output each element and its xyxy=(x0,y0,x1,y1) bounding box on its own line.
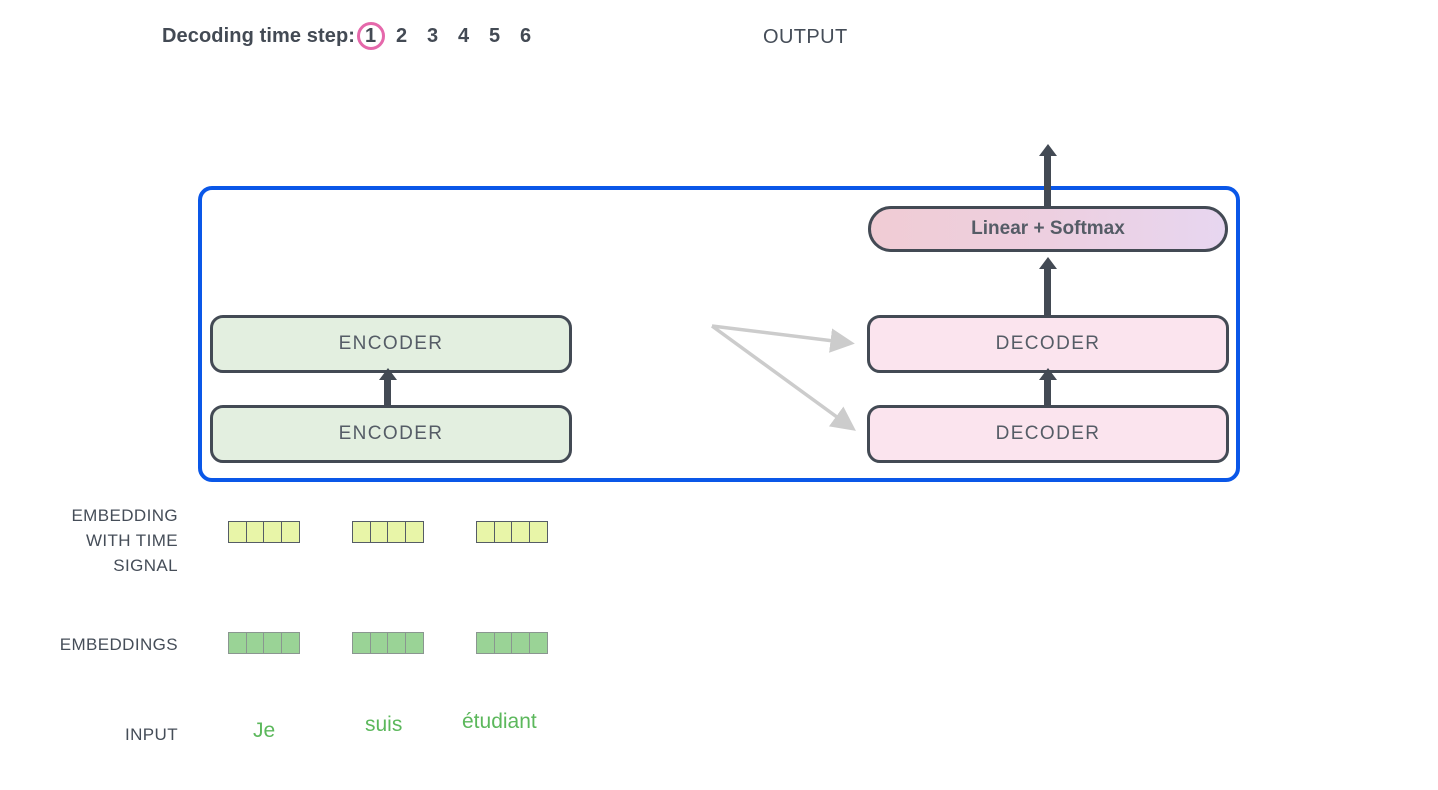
vector-cell xyxy=(404,632,424,654)
input-word-0: Je xyxy=(253,719,276,742)
arrow-up-icon-decoder-to-decoder xyxy=(1038,368,1057,406)
row-label-line-1: EMBEDDING xyxy=(71,506,178,525)
vector-cell xyxy=(404,521,424,543)
row-label-embedding-with-time-signal: EMBEDDING WITH TIME SIGNAL xyxy=(0,503,178,578)
encoder-to-decoder-arrows xyxy=(710,324,856,431)
arrow-up-icon-encoder-to-encoder xyxy=(378,368,397,406)
embedding-vector-2 xyxy=(476,632,548,654)
vector-cell xyxy=(352,521,371,543)
vector-cell xyxy=(476,521,495,543)
vector-cell xyxy=(280,632,300,654)
transformer-frame xyxy=(198,186,1240,482)
vector-cell xyxy=(245,632,265,654)
encoder-box-bottom[interactable]: ENCODER xyxy=(210,405,572,463)
arrow-up-icon-output xyxy=(1038,144,1057,207)
vector-cell xyxy=(511,632,530,654)
vector-cell xyxy=(528,632,548,654)
arrow-encoder-to-decoder-top xyxy=(711,324,855,353)
vector-cell xyxy=(228,632,247,654)
embedding-vector-1 xyxy=(352,632,424,654)
arrow-encoder-to-decoder-bottom xyxy=(710,324,856,431)
encoder-box-top[interactable]: ENCODER xyxy=(210,315,572,373)
vector-cell xyxy=(369,521,389,543)
timestep-option-6[interactable]: 6 xyxy=(519,25,532,47)
decoder-box-bottom[interactable]: DECODER xyxy=(867,405,1229,463)
vector-cell xyxy=(528,521,548,543)
decoding-timestep-label: Decoding time step: xyxy=(162,24,356,47)
linear-softmax-box[interactable]: Linear + Softmax xyxy=(868,206,1228,252)
vector-cell xyxy=(476,632,495,654)
timestep-option-4[interactable]: 4 xyxy=(457,25,470,47)
timestep-option-1[interactable]: 1 xyxy=(355,20,386,52)
vector-cell xyxy=(352,632,371,654)
timestep-option-5[interactable]: 5 xyxy=(488,25,501,47)
row-label-input: INPUT xyxy=(125,725,178,744)
vector-cell xyxy=(263,632,282,654)
input-word-1: suis xyxy=(365,713,403,736)
time-signal-vector-1 xyxy=(352,521,424,543)
row-label-line-2: WITH TIME xyxy=(85,531,178,550)
arrow-up-icon-decoder-to-linear xyxy=(1038,257,1057,316)
row-label-embeddings: EMBEDDINGS xyxy=(59,635,178,654)
vector-cell xyxy=(387,632,406,654)
output-label: OUTPUT xyxy=(763,26,848,48)
timestep-option-2[interactable]: 2 xyxy=(395,25,408,47)
row-label-line-3: SIGNAL xyxy=(113,556,178,575)
vector-cell xyxy=(245,521,265,543)
vector-cell xyxy=(280,521,300,543)
vector-cell xyxy=(263,521,282,543)
input-word-2: étudiant xyxy=(462,710,537,733)
time-signal-vector-0 xyxy=(228,521,300,543)
time-signal-vector-2 xyxy=(476,521,548,543)
vector-cell xyxy=(493,632,513,654)
vector-cell xyxy=(228,521,247,543)
timestep-option-3[interactable]: 3 xyxy=(426,25,439,47)
vector-cell xyxy=(493,521,513,543)
decoding-timestep-row: Decoding time step: 1 2 3 4 5 6 xyxy=(162,20,541,52)
embedding-vector-0 xyxy=(228,632,300,654)
vector-cell xyxy=(387,521,406,543)
decoder-box-top[interactable]: DECODER xyxy=(867,315,1229,373)
vector-cell xyxy=(511,521,530,543)
vector-cell xyxy=(369,632,389,654)
